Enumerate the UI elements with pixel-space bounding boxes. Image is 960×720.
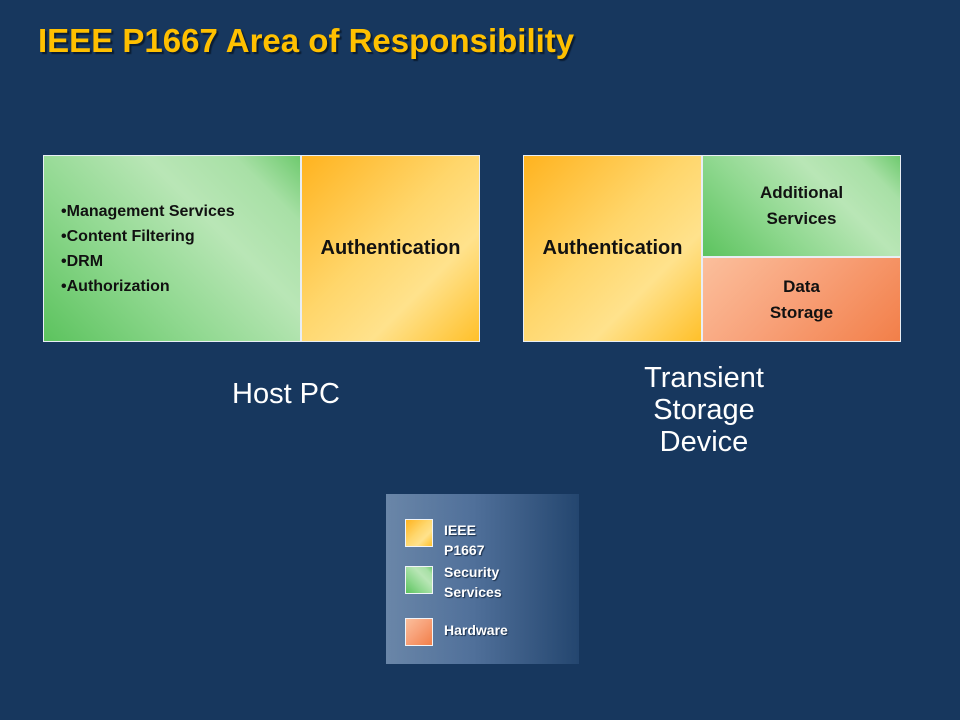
list-item: Management Services [61,199,235,224]
legend-swatch-hardware [405,618,433,646]
data-storage-label: Data Storage [769,276,834,322]
host-authentication-label: Authentication [320,237,461,259]
device-authentication-box: Authentication [523,155,702,342]
list-item: DRM [61,249,235,274]
legend-swatch-security-services [405,566,433,594]
storage-device-caption: Transient Storage Device [644,362,764,458]
host-authentication-box: Authentication [301,155,480,342]
legend-label: Hardware [444,622,508,638]
host-pc-caption: Host PC [232,378,340,410]
list-item: Authorization [61,274,235,299]
list-item: Content Filtering [61,224,235,249]
host-services-list: Management Services Content Filtering DR… [44,199,235,299]
legend-label: IEEE P1667 [444,522,485,558]
slide-title: IEEE P1667 Area of Responsibility [38,22,575,59]
device-authentication-label: Authentication [542,237,683,259]
legend: IEEE P1667 Security Services Hardware [386,494,579,664]
additional-services-box: Additional Services [702,155,901,257]
legend-swatch-ieee-p1667 [405,519,433,547]
additional-services-label: Additional Services [759,183,844,228]
legend-label: Security Services [444,564,502,600]
host-security-services-box: Management Services Content Filtering DR… [43,155,301,342]
data-storage-box: Data Storage [702,257,901,342]
